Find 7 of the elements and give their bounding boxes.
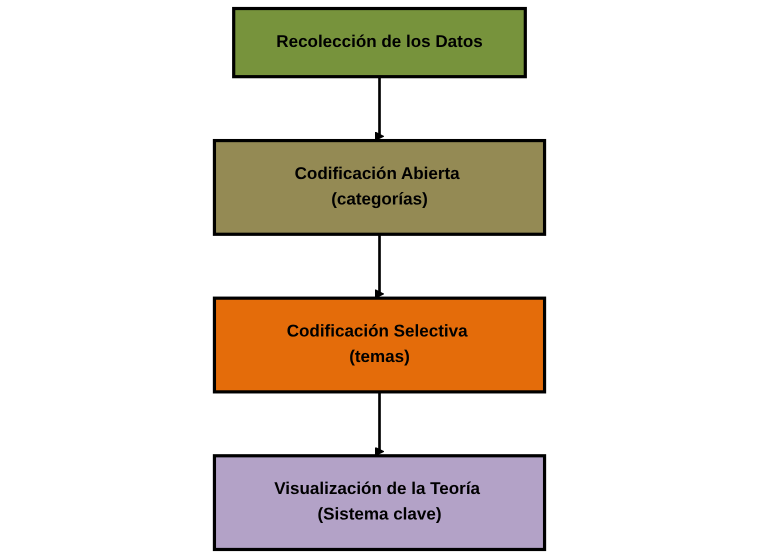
node-box: Visualización de la Teoría (Sistema clave) [212,454,546,552]
arrow [374,234,384,299]
node-box: Codificación Selectiva (temas) [212,296,546,394]
node-box: Recolección de los Datos [232,6,527,78]
node-box: Codificación Abierta (categorías) [212,138,546,236]
arrow [374,76,384,141]
arrow [374,392,384,456]
